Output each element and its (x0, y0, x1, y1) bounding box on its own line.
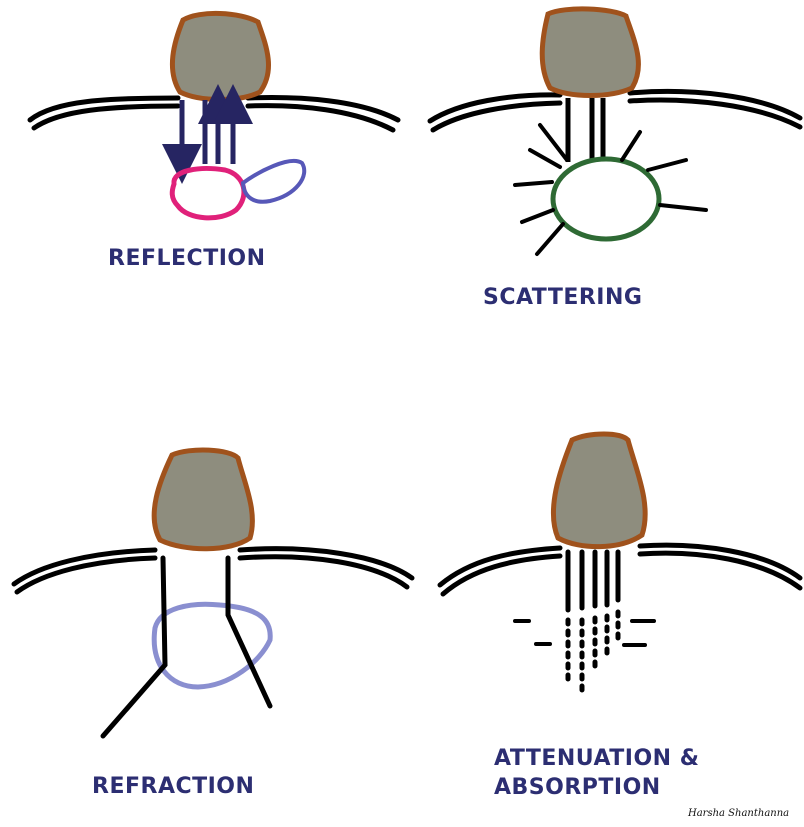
transducer-probe (553, 434, 645, 547)
author-credit: Harsha Shanthanna (688, 808, 789, 819)
transducer-probe (172, 13, 268, 99)
adjacent-object (243, 161, 304, 202)
label-attenuation-line1: ATTENUATION & (494, 744, 699, 773)
attenuating-beams (568, 552, 618, 610)
scattered-rays (515, 125, 706, 254)
label-attenuation-line2: ABSORPTION (494, 773, 699, 802)
skin-surface (14, 549, 412, 592)
transducer-probe (154, 450, 252, 549)
attenuating-beam-dots (568, 612, 618, 697)
label-refraction: REFRACTION (92, 774, 254, 799)
skin-surface (430, 91, 800, 130)
reflecting-object (172, 169, 244, 218)
panel-scattering (430, 9, 800, 254)
panel-attenuation (440, 434, 800, 697)
skin-surface (30, 98, 398, 130)
refracted-beams (103, 558, 270, 736)
label-reflection: REFLECTION (108, 246, 266, 271)
panel-refraction (14, 450, 412, 736)
ultrasound-beams (182, 100, 233, 164)
label-scattering: SCATTERING (483, 285, 642, 310)
label-attenuation-absorption: ATTENUATION & ABSORPTION (494, 744, 699, 802)
panel-reflection (30, 13, 398, 217)
ultrasound-beams (568, 98, 603, 162)
scattering-object (553, 159, 659, 239)
transducer-probe (542, 9, 638, 96)
